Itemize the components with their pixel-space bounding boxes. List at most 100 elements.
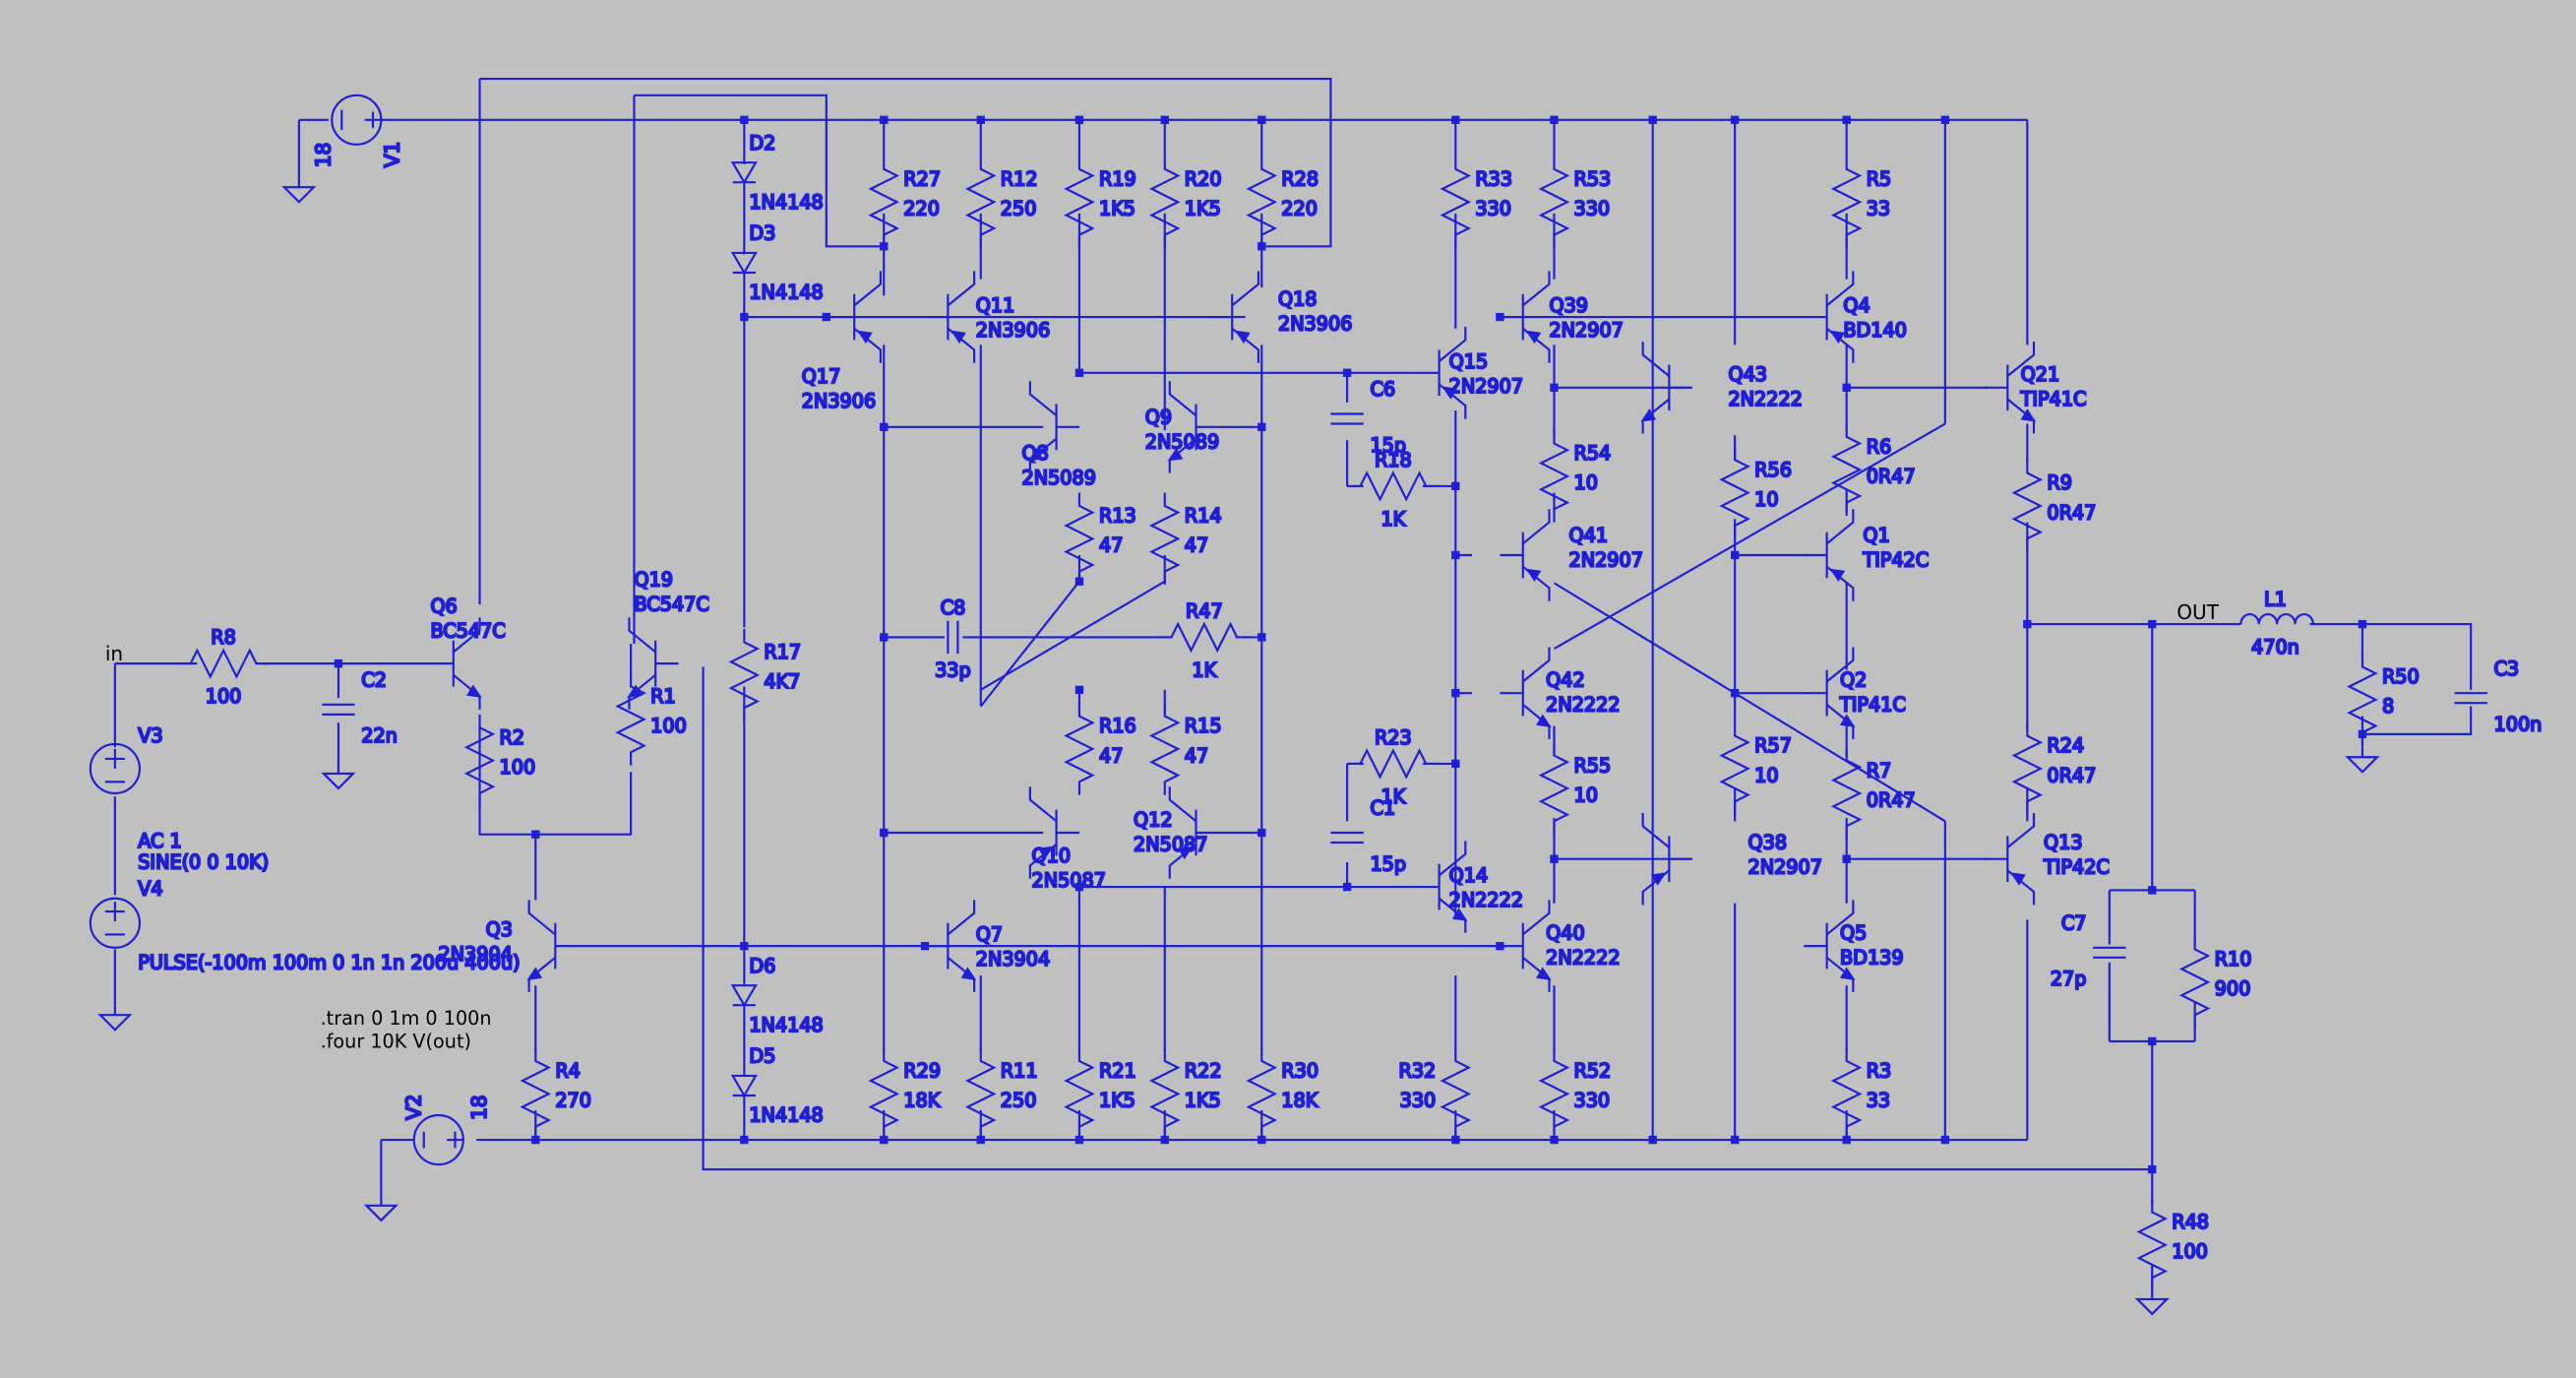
transistor-model: 2N3904 [976, 948, 1050, 971]
capacitor-value: 15p [1370, 434, 1406, 457]
transistor-ref: Q21 [2021, 363, 2060, 386]
capacitor-c6[interactable]: C6 15p [1330, 377, 1407, 458]
resistor-value: 47 [1185, 744, 1208, 767]
transistor-model: TIP41C [2020, 388, 2087, 410]
resistor-ref: R12 [1001, 168, 1038, 191]
transistor-model: BC547C [634, 594, 708, 616]
diode-ref: D5 [749, 1045, 775, 1068]
resistor-value: 33 [1867, 1090, 1890, 1112]
capacitor-ref: C6 [1370, 378, 1395, 401]
resistor-value: 0R47 [1867, 466, 1916, 488]
capacitor-ref: C7 [2061, 911, 2087, 934]
resistor-ref: R19 [1099, 168, 1136, 191]
resistor-ref: R3 [1867, 1060, 1892, 1083]
transistor-model: 2N3906 [1278, 312, 1352, 335]
transistor-model: 2N5087 [1134, 833, 1207, 855]
resistor-ref: R27 [903, 168, 941, 191]
transistor-model: 2N2222 [1728, 388, 1802, 410]
transistor-ref: Q1 [1863, 525, 1889, 547]
